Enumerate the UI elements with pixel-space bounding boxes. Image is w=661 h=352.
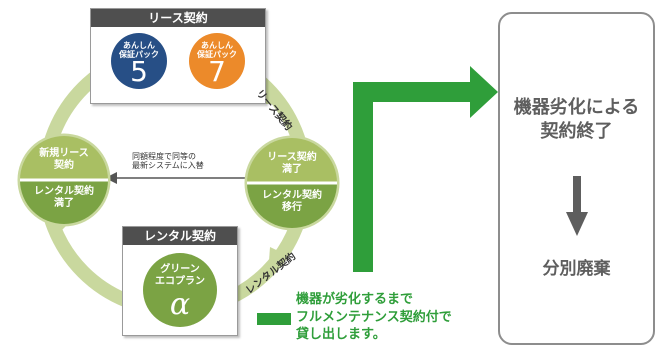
ring-arrowhead-lower-right (268, 247, 289, 275)
left-node (17, 133, 111, 227)
lease-contract-box: リース契約 あんしん保証パック 5 あんしん保証パック 7 (90, 8, 266, 104)
contract-end-box: 機器劣化による契約終了 分別廃棄 (498, 12, 655, 345)
pack-7-number: 7 (208, 55, 226, 88)
green-path-arrow (353, 82, 478, 272)
green-eco-plan-badge: グリーンエコプラン α (143, 253, 217, 327)
alpha-symbol: α (169, 287, 191, 322)
rental-expiry-label: レンタル契約満了 (34, 186, 94, 209)
green-arrowhead (470, 66, 498, 118)
down-arrow-icon (566, 176, 588, 236)
replacement-note: 同額程度で同等の最新システムに入替 (132, 152, 204, 171)
anshin-pack-5-badge: あんしん保証パック 5 (111, 33, 167, 89)
rental-contract-title: レンタル契約 (123, 227, 237, 245)
green-legend-bar (257, 313, 291, 325)
right-node (244, 135, 340, 231)
anshin-pack-7-badge: あんしん保証パック 7 (189, 33, 245, 89)
lease-expiry-label: リース契約満了 (267, 152, 317, 175)
contract-end-title: 機器劣化による契約終了 (513, 97, 640, 143)
lease-contract-title: リース契約 (91, 9, 265, 27)
pack-5-number: 5 (130, 55, 148, 88)
rental-transition-label: レンタル契約移行 (262, 190, 322, 213)
rental-contract-box: レンタル契約 グリーンエコプラン α (122, 226, 238, 336)
new-lease-label: 新規リース契約 (39, 148, 89, 171)
disposal-label: 分別廃棄 (542, 259, 611, 279)
rental-service-note: 機器が劣化するまでフルメンテナンス契約付で貸し出します。 (296, 292, 452, 343)
